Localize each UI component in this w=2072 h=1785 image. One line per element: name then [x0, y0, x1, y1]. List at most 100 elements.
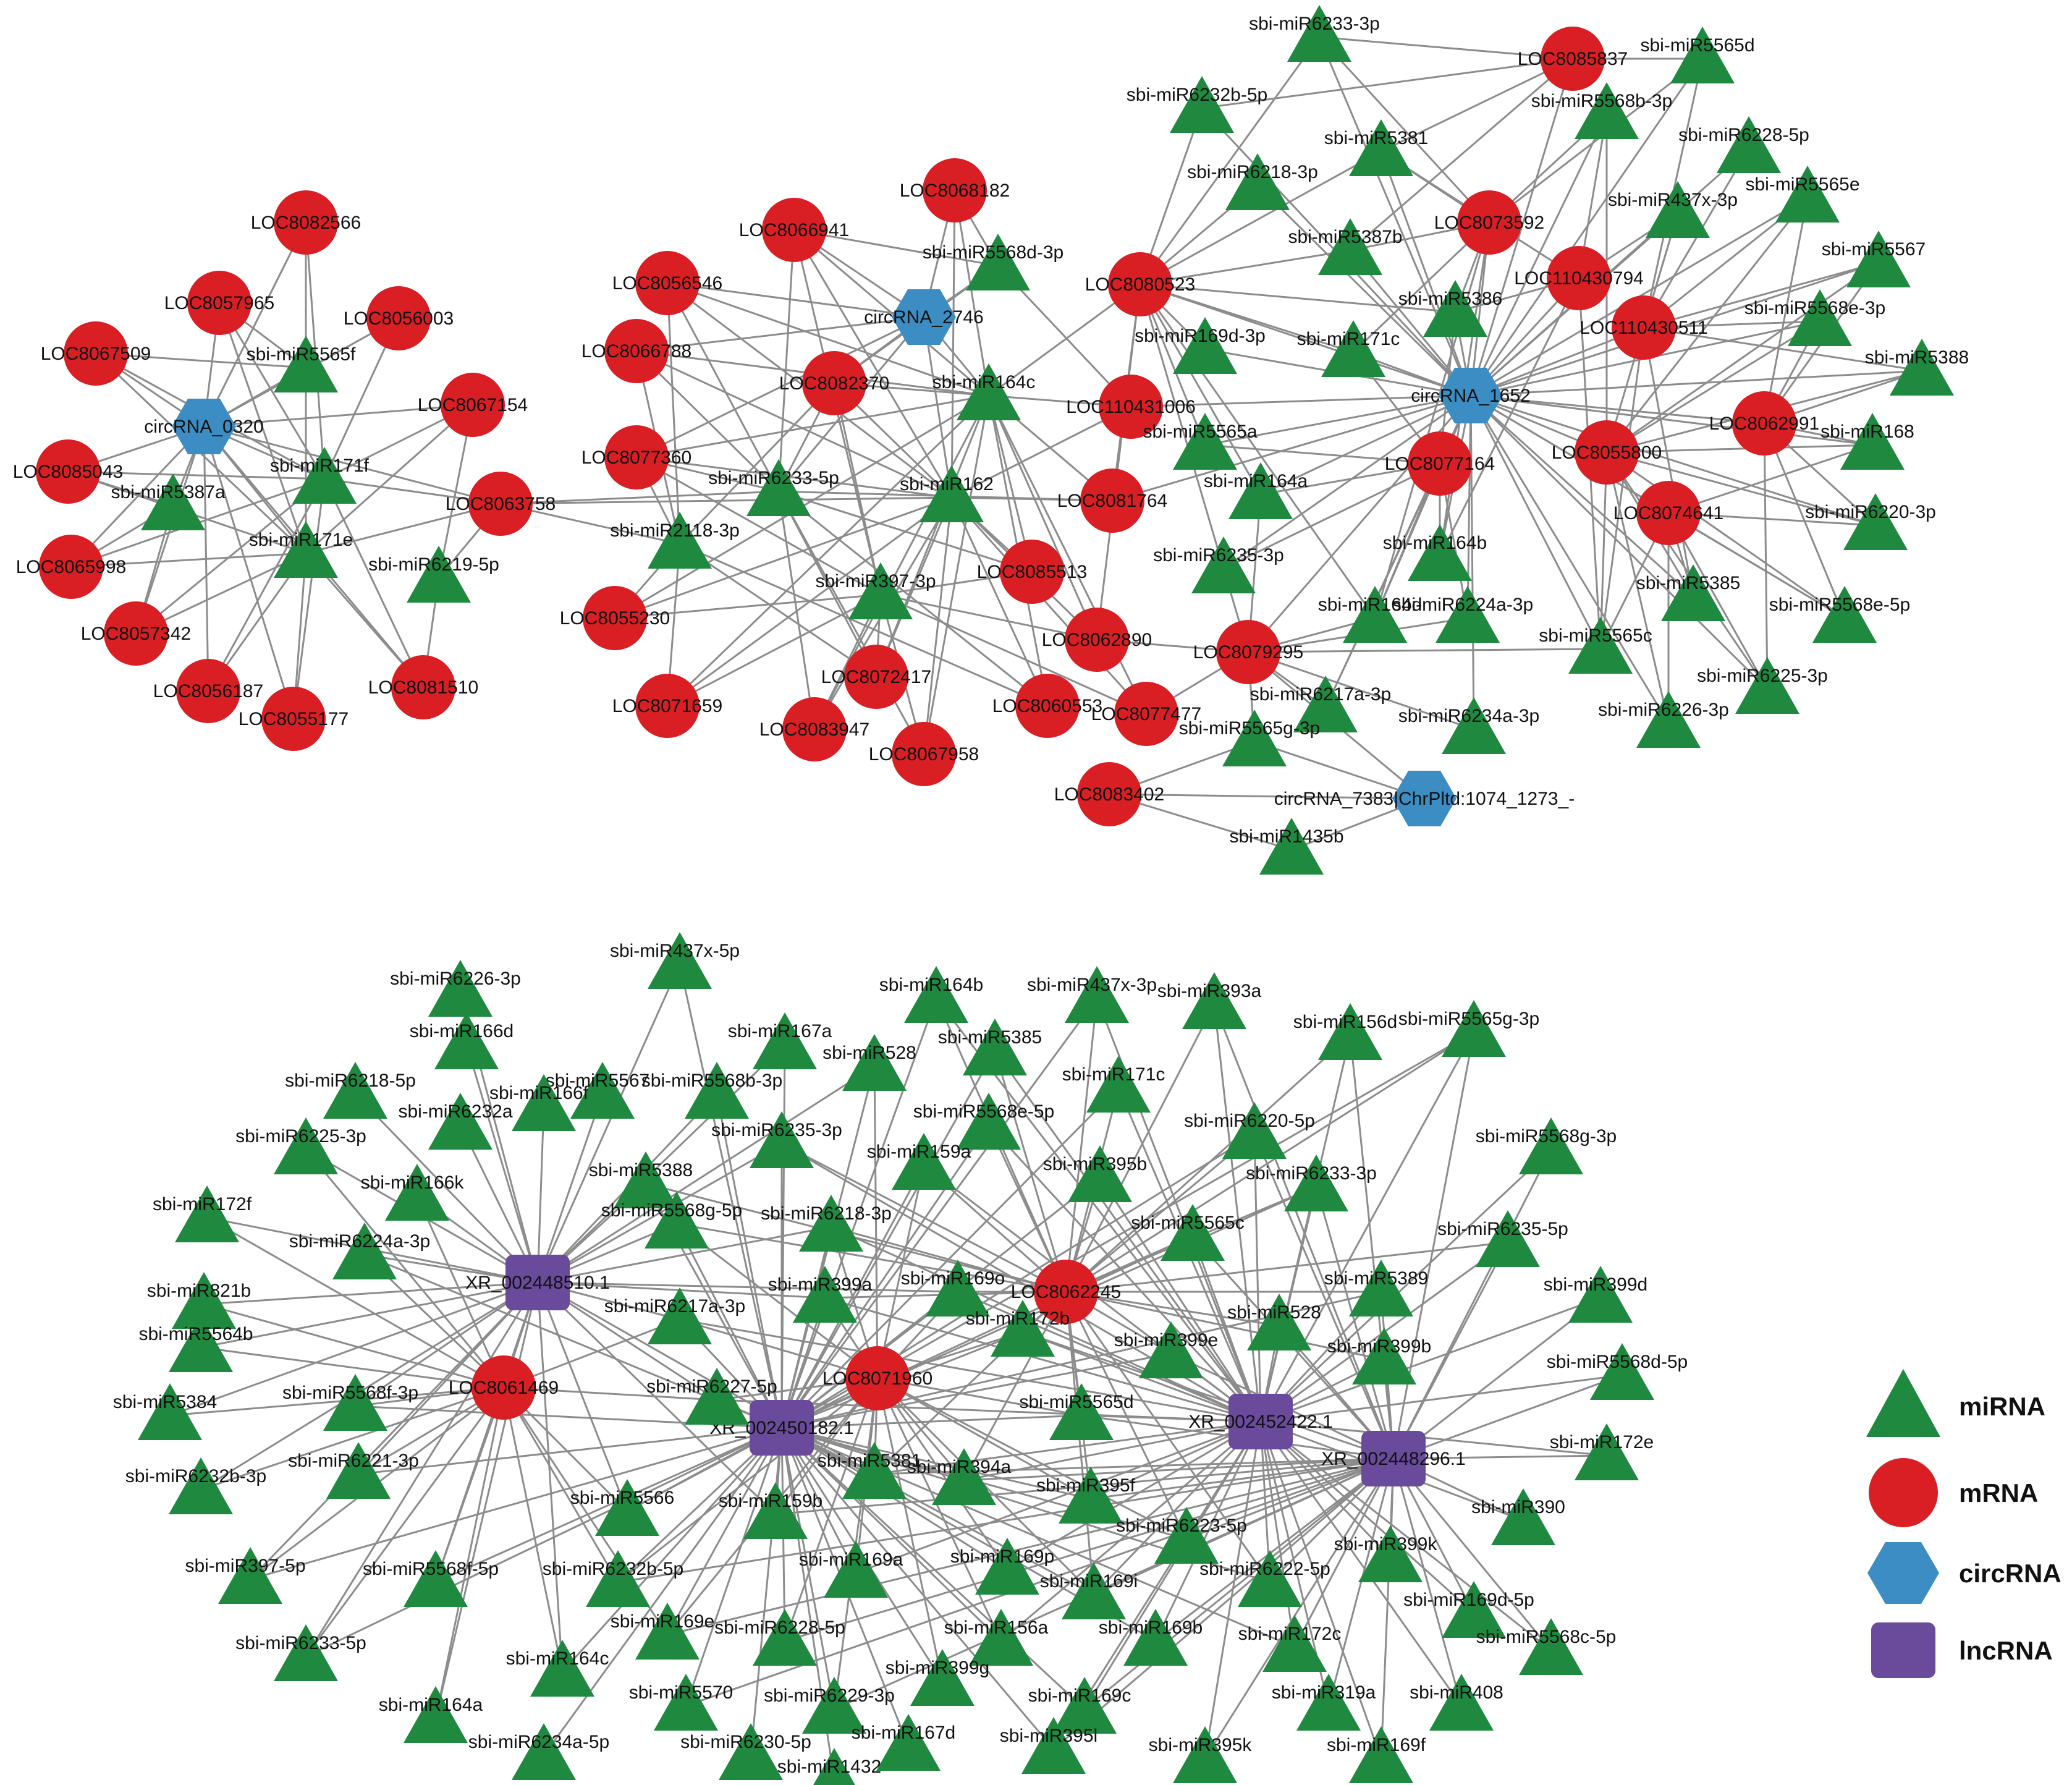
node-b5570: sbi-miR5570 [629, 1674, 733, 1731]
mirna-node-shape [1123, 1609, 1188, 1666]
node-label: sbi-miR169d-3p [1135, 326, 1266, 346]
node-L8062890: LOC8062890 [1042, 608, 1152, 672]
node-label: sbi-miR164a [379, 1695, 483, 1715]
edge-L8063758-m162 [500, 496, 952, 505]
edge-L110430794-m164b [1439, 278, 1580, 557]
edge-XR422-b408 [1259, 1421, 1463, 1707]
legend-lncrna-square-icon [1871, 1622, 1935, 1678]
edge-m397_3p-L8055230 [614, 593, 881, 619]
node-label: sbi-miR5568d-3p [923, 242, 1063, 263]
node-label: LOC8056003 [344, 308, 454, 329]
node-b169i: sbi-miR169i [1040, 1562, 1138, 1619]
mirna-node-shape [932, 1448, 996, 1505]
mrna-node-shape [583, 586, 647, 650]
mirna-node-shape [1636, 691, 1701, 748]
mirna-node-shape [1173, 413, 1237, 470]
node-label: sbi-miR437x-3p [1027, 975, 1157, 995]
edge-L8062245-b394a [963, 1291, 1067, 1481]
edge-c1652-m5385 [1469, 394, 1694, 598]
node-b6229_3p: sbi-miR6229-3p [764, 1677, 895, 1734]
node-b164c: sbi-miR164c [506, 1640, 609, 1697]
edge-XR422-b169d_5p [1259, 1420, 1475, 1614]
node-label: sbi-miR6235-3p [1153, 545, 1284, 566]
node-b6235_5p: sbi-miR6235-5p [1437, 1210, 1568, 1267]
node-b437x_3p: sbi-miR437x-3p [1027, 966, 1157, 1023]
edge-L110430511-m5385 [1643, 327, 1694, 597]
edge-XR510-b166d [465, 1044, 539, 1283]
mirna-node-shape [1843, 493, 1908, 550]
node-label: sbi-miR6218-5p [285, 1071, 416, 1091]
node-XR296: XR_002448296.1 [1321, 1431, 1466, 1486]
node-L8081764: LOC8081764 [1057, 469, 1167, 533]
edge-XR422-b399a [824, 1297, 1261, 1423]
node-L8067154: LOC8067154 [418, 373, 528, 437]
edge-L8080523-m164a [1139, 284, 1262, 495]
edge-XR422-b5568d_5p [1260, 1374, 1623, 1423]
node-b6233_5p: sbi-miR6233-5p [235, 1624, 366, 1681]
mirna-node-shape [753, 1012, 817, 1069]
node-label: sbi-miR5384 [113, 1392, 217, 1412]
node-L8068182: LOC8068182 [900, 158, 1010, 223]
edge-c1652-m6226_3p [1469, 395, 1670, 724]
node-label: sbi-miR395k [1149, 1735, 1253, 1755]
edge-m162-L8077477 [950, 496, 1148, 715]
edge-L8071960-b6232b_5p [617, 1377, 878, 1584]
node-label: sbi-miR159b [719, 1491, 822, 1511]
edge-c1652-m5568b_3p [1469, 114, 1608, 396]
node-m169d_3p: sbi-miR169d-3p [1135, 317, 1266, 374]
node-m164c: sbi-miR164c [932, 363, 1035, 420]
node-L8066941: LOC8066941 [739, 198, 849, 262]
node-b6228_5p: sbi-miR6228-5p [714, 1609, 845, 1666]
node-label: LOC8073592 [1434, 213, 1544, 233]
node-L8085043: LOC8085043 [13, 439, 123, 504]
node-b164a: sbi-miR164a [379, 1686, 483, 1743]
node-label: sbi-miR528 [822, 1043, 916, 1063]
edge-L8074641-m6220_3p [1668, 512, 1876, 527]
mirna-node-shape [1519, 1117, 1583, 1174]
node-label: sbi-miR164c [506, 1648, 609, 1669]
mirna-node-shape [169, 1457, 233, 1514]
edge-XR296-b172b [1022, 1331, 1394, 1460]
node-L8083402: LOC8083402 [1054, 762, 1164, 826]
node-label: sbi-miR164b [1383, 533, 1487, 553]
node-b528a: sbi-miR528 [822, 1034, 916, 1091]
edge-XR296-b169b [1155, 1457, 1394, 1642]
node-b166d: sbi-miR166d [410, 1012, 514, 1069]
edge-XR422-b172e [1260, 1420, 1607, 1457]
node-label: sbi-miR6224a-3p [289, 1231, 430, 1252]
edge-XR510-b169o [537, 1281, 958, 1293]
node-m6220_3p: sbi-miR6220-3p [1805, 493, 1936, 550]
edge-m162-L8055230 [614, 496, 952, 619]
mirna-node-shape [1154, 1507, 1219, 1564]
node-b6224a_3p: sbi-miR6224a-3p [289, 1223, 430, 1279]
edge-XR422-b172c [1259, 1421, 1296, 1648]
mirna-node-shape [920, 465, 984, 522]
mirna-node-shape [645, 1192, 709, 1249]
node-m5386: sbi-miR5386 [1398, 280, 1502, 337]
node-m5565d: sbi-miR5565d [1640, 27, 1755, 83]
edge-L8071960-b6217a_3p [679, 1318, 878, 1380]
node-label: LOC8085513 [977, 562, 1087, 582]
mrna-node-shape [1099, 375, 1163, 439]
mirna-node-shape [138, 1383, 202, 1440]
edge-L8055800-m5568e_5p [1606, 451, 1845, 619]
node-L8077164: LOC8077164 [1385, 431, 1495, 496]
edge-L8063758-m6233_5p [500, 490, 779, 505]
node-label: LOC8057342 [81, 624, 191, 644]
node-label: sbi-miR5387b [1288, 227, 1402, 247]
node-label: sbi-miR6217a-3p [1250, 684, 1391, 705]
edge-XR182-b6230_5p [750, 1427, 783, 1756]
node-label: LOC8056546 [612, 273, 722, 294]
node-b159b: sbi-miR159b [719, 1482, 822, 1539]
node-b6227_5p: sbi-miR6227-5p [646, 1368, 777, 1425]
node-label: LOC8072417 [821, 667, 931, 687]
mirna-node-shape [323, 1062, 387, 1119]
edge-L8062245-b6223_5p [1065, 1291, 1188, 1540]
node-label: sbi-miR6233-5p [708, 468, 839, 488]
mirna-node-shape [1890, 339, 1954, 396]
mirna-node-shape [1442, 697, 1506, 754]
node-label: sbi-miR172e [1550, 1432, 1654, 1452]
node-b6230_5p: sbi-miR6230-5p [680, 1723, 811, 1780]
node-L8079295: LOC8079295 [1193, 620, 1303, 684]
node-b399a: sbi-miR399a [768, 1266, 873, 1323]
